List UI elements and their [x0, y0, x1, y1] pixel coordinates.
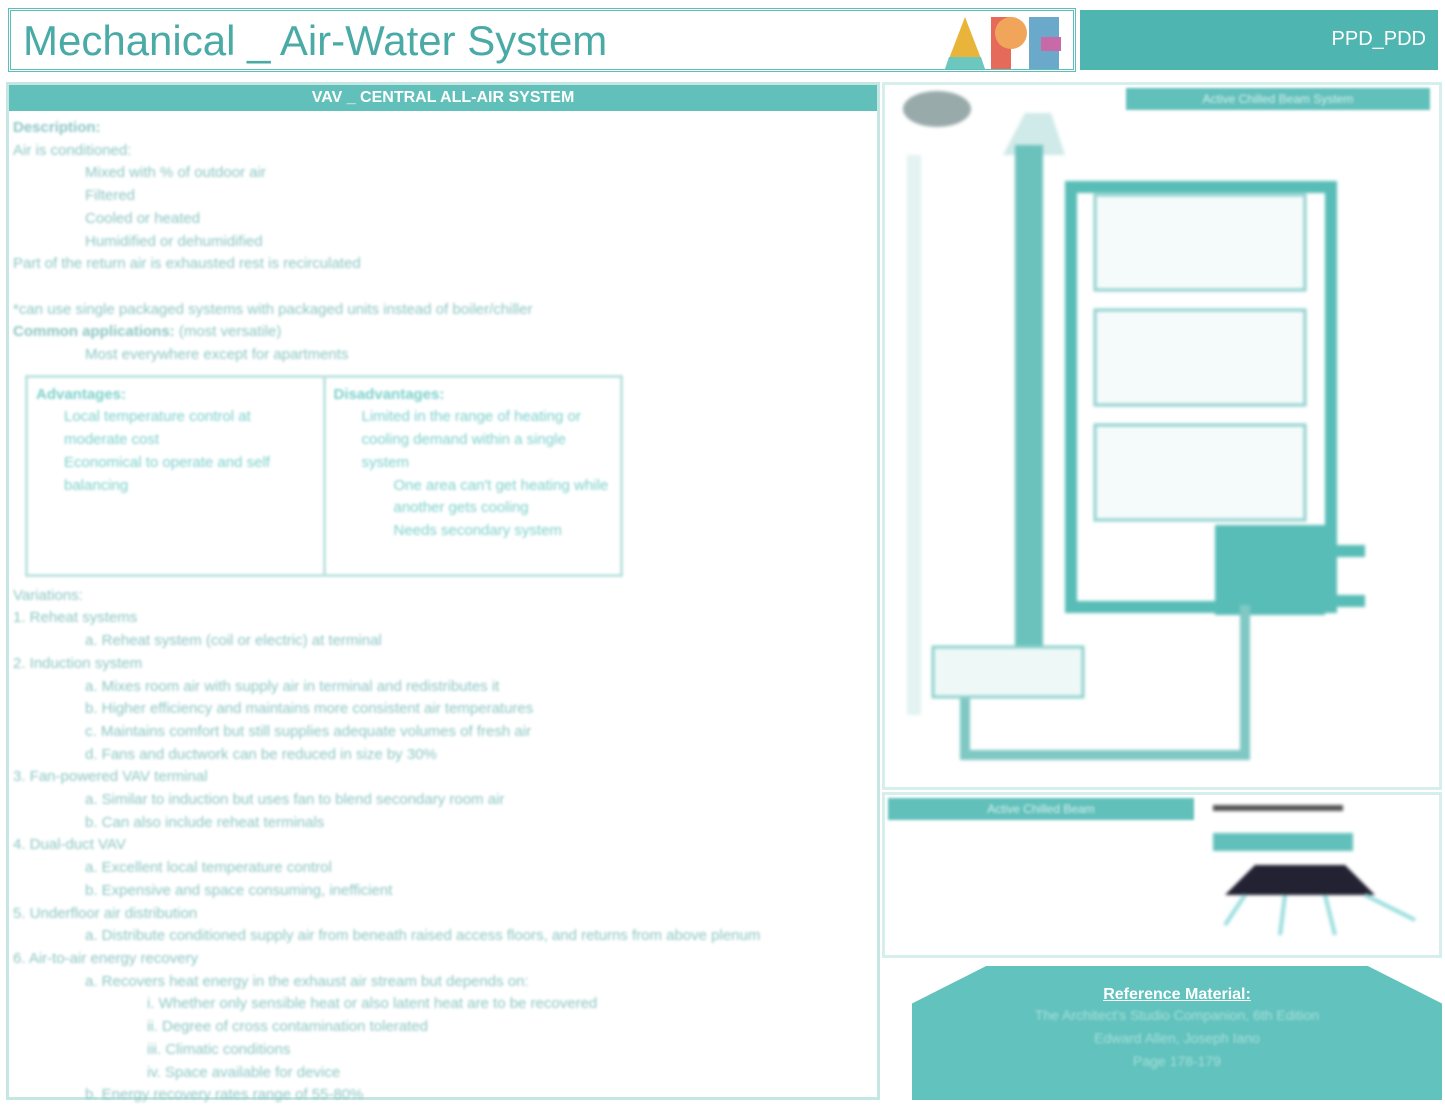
beam-heading: Active Chilled Beam [888, 798, 1194, 820]
text-line: Air is conditioned: [13, 141, 132, 159]
variation-line: iii. Climatic conditions [147, 1040, 291, 1058]
chilled-beam-detail [1213, 805, 1416, 936]
applications-note: (most versatile) [178, 323, 282, 341]
variation-line: 2. Induction system [13, 654, 143, 672]
variations-label: Variations: [13, 586, 83, 604]
diagram-heading: Active Chilled Beam System [1126, 88, 1430, 110]
header: Mechanical _ Air-Water System [8, 8, 1076, 72]
bullet: Humidified or dehumidified [85, 232, 263, 250]
pros-cons-table: Advantages: Local temperature control at… [25, 374, 623, 577]
variation-line: 4. Dual-duct VAV [13, 836, 126, 854]
advantages-label: Advantages: [36, 385, 127, 403]
variation-line: 3. Fan-powered VAV terminal [13, 768, 208, 786]
variation-line: 6. Air-to-air energy recovery [13, 949, 199, 967]
advantage: Economical to operate and self balancing [64, 453, 270, 494]
diagram-panel [882, 82, 1442, 790]
tag-label: PPD_PDD [1080, 10, 1438, 70]
reference-line: Edward Allen, Joseph Iano [1094, 1030, 1260, 1046]
variation-line: iv. Space available for device [147, 1063, 341, 1081]
text-line: Part of the return air is exhausted rest… [13, 255, 361, 273]
vav-panel: VAV _ CENTRAL ALL-AIR SYSTEM Description… [6, 82, 880, 1103]
variation-line: a. Similar to induction but uses fan to … [85, 791, 505, 809]
variation-line: a. Mixes room air with supply air in ter… [85, 677, 500, 695]
chilled-beam-diagram [903, 91, 1365, 760]
reference-line: The Architect's Studio Companion, 6th Ed… [1034, 1007, 1320, 1023]
variation-line: 1. Reheat systems [13, 609, 138, 627]
disadvantage: Needs secondary system [393, 521, 562, 539]
variation-line: c. Maintains comfort but still supplies … [85, 722, 532, 740]
bullet: Most everywhere except for apartments [85, 346, 349, 364]
variation-line: a. Reheat system (coil or electric) at t… [85, 632, 382, 650]
description-label: Description: [13, 119, 101, 136]
variation-line: b. Can also include reheat terminals [85, 813, 325, 831]
variation-line: b. Higher efficiency and maintains more … [85, 700, 534, 718]
section-heading: VAV _ CENTRAL ALL-AIR SYSTEM [9, 85, 877, 111]
variation-line: i. Whether only sensible heat or also la… [147, 995, 598, 1013]
variation-line: b. Expensive and space consuming, ineffi… [85, 881, 393, 899]
bullet: Filtered [85, 187, 136, 205]
variation-line: a. Recovers heat energy in the exhaust a… [85, 972, 529, 990]
reference-line: Page 178-179 [1133, 1053, 1221, 1069]
variation-line: a. Excellent local temperature control [85, 859, 332, 877]
variation-line: a. Distribute conditioned supply air fro… [85, 927, 761, 945]
beam-panel [882, 792, 1442, 958]
disadvantage: Limited in the range of heating or cooli… [361, 408, 581, 471]
are-logo [945, 17, 1061, 69]
disadvantage: One area can't get heating while another… [393, 476, 609, 517]
bullet: Mixed with % of outdoor air [85, 164, 266, 182]
bullet: Cooled or heated [85, 209, 201, 227]
variation-line: b. Energy recovery rates range of 55-80% [85, 1086, 364, 1104]
variation-line: d. Fans and ductwork can be reduced in s… [85, 745, 437, 763]
variation-line: 5. Underfloor air distribution [13, 904, 198, 922]
applications-label: Common applications: [13, 323, 175, 341]
page-title: Mechanical _ Air-Water System [23, 17, 608, 64]
disadvantages-label: Disadvantages: [333, 385, 445, 403]
reference-box: Reference Material: The Architect's Stud… [912, 966, 1442, 1100]
reference-heading: Reference Material: [1103, 986, 1251, 1003]
advantage: Local temperature control at moderate co… [64, 408, 251, 449]
note: *can use single packaged systems with pa… [13, 300, 533, 318]
variation-line: ii. Degree of cross contamination tolera… [147, 1018, 428, 1036]
